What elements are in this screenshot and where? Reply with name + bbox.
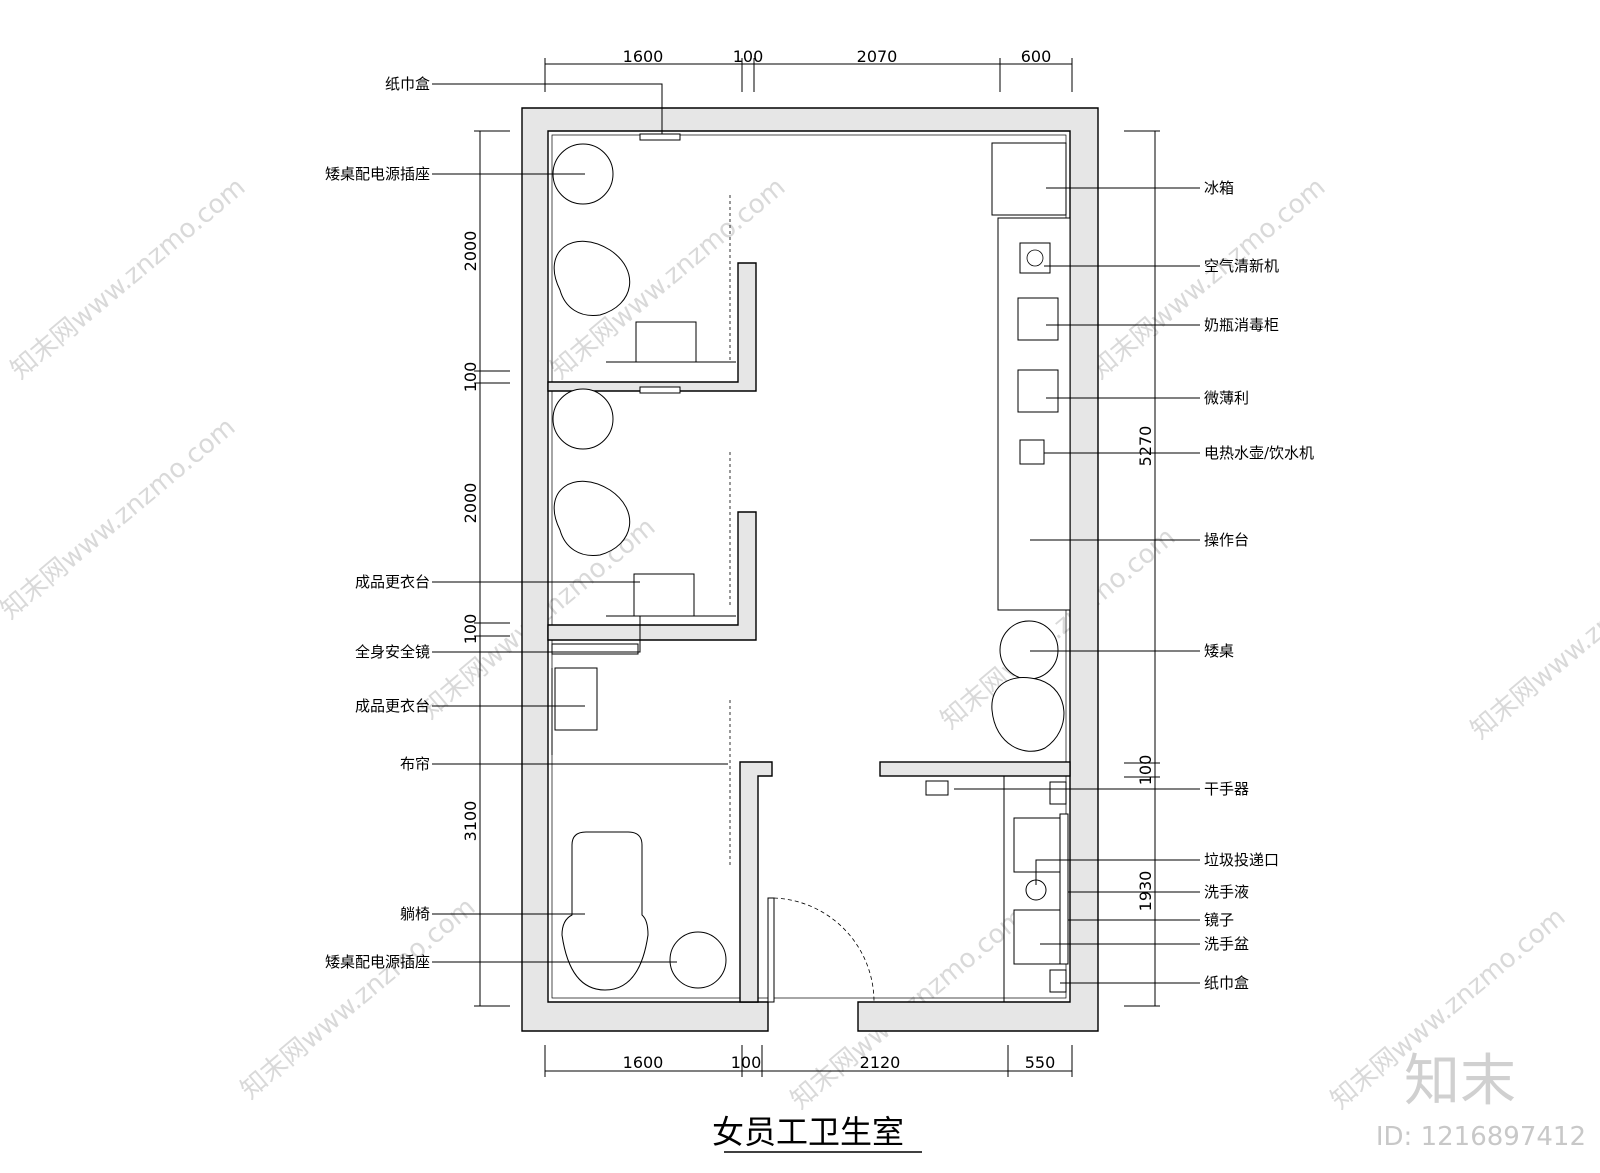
cubicle-3 bbox=[551, 643, 731, 991]
hand-dryer bbox=[925, 780, 949, 796]
partition-wall bbox=[739, 761, 773, 1003]
dressing-table bbox=[633, 573, 695, 617]
label-microwave: 微薄利 bbox=[1204, 389, 1249, 407]
microwave bbox=[1017, 369, 1059, 413]
dim-left-2: 100 bbox=[461, 362, 480, 393]
watermark-text: 知末网www.znzmo.com bbox=[0, 412, 241, 625]
label-sterilizer: 奶瓶消毒柜 bbox=[1204, 316, 1279, 334]
watermark-text: 知末网www.znzmo.com bbox=[1085, 172, 1331, 385]
brand-logo: 知末 bbox=[1404, 1049, 1516, 1114]
dim-left-3: 2000 bbox=[461, 483, 480, 524]
air-purifier-fan bbox=[1026, 249, 1044, 267]
dim-left-1: 2000 bbox=[461, 231, 480, 272]
full-length-mirror bbox=[551, 643, 639, 655]
door[interactable] bbox=[767, 897, 875, 1003]
callouts-right: 冰箱 空气清新机 奶瓶消毒柜 微薄利 电热水壶/饮水机 操作台 矮桌 干手器 垃… bbox=[954, 179, 1314, 992]
sterilizer bbox=[1017, 297, 1059, 341]
label-tissue-box: 纸巾盒 bbox=[385, 75, 430, 93]
label-low-table: 矮桌 bbox=[1204, 642, 1234, 660]
dim-top-1: 1600 bbox=[623, 47, 664, 66]
dim-bottom-3: 2120 bbox=[860, 1053, 901, 1072]
lounge-chair bbox=[561, 831, 649, 991]
brand-id: ID: 1216897412 bbox=[1376, 1122, 1586, 1152]
plan-title: 女员工卫生室 bbox=[712, 1113, 904, 1151]
door-swing bbox=[773, 897, 875, 1003]
dim-bottom-4: 550 bbox=[1025, 1053, 1056, 1072]
partition-wall bbox=[879, 761, 1071, 777]
dim-top-3: 2070 bbox=[857, 47, 898, 66]
dim-right-total: 5270 bbox=[1136, 426, 1155, 467]
armchair bbox=[991, 677, 1065, 752]
dim-right-lower: 1930 bbox=[1136, 871, 1155, 912]
wash-area bbox=[925, 776, 1069, 1002]
tissue-box bbox=[639, 386, 681, 394]
watermark-text: 知末网www.znzmo.com bbox=[1465, 532, 1600, 745]
label-work-counter: 操作台 bbox=[1204, 531, 1249, 549]
armchair bbox=[553, 480, 631, 557]
watermark-layer: 知末网www.znzmo.com 知末网www.znzmo.com 知末网www… bbox=[0, 172, 1600, 1115]
air-purifier bbox=[1019, 242, 1051, 274]
label-trash-chute: 垃圾投递口 bbox=[1204, 851, 1279, 869]
dressing-table bbox=[635, 321, 697, 363]
partition-wall bbox=[547, 511, 757, 641]
label-fridge: 冰箱 bbox=[1204, 179, 1234, 197]
dimensions-top: 1600 100 2070 600 bbox=[544, 47, 1073, 92]
label-air-purifier: 空气清新机 bbox=[1204, 257, 1279, 275]
pantry bbox=[991, 142, 1071, 752]
watermark-text: 知末网www.znzmo.com bbox=[235, 892, 481, 1105]
dimensions-right: 5270 100 1930 bbox=[1124, 130, 1160, 1007]
watermark-text: 知末网www.znzmo.com bbox=[5, 172, 251, 385]
label-curtain: 布帘 bbox=[400, 755, 430, 773]
fridge bbox=[991, 142, 1067, 216]
label-tissue-box-2: 纸巾盒 bbox=[1204, 974, 1249, 992]
label-low-table-socket-2: 矮桌配电源插座 bbox=[325, 953, 430, 971]
label-kettle: 电热水壶/饮水机 bbox=[1204, 444, 1314, 462]
label-wash-basin: 洗手盆 bbox=[1204, 935, 1249, 953]
tissue-box bbox=[1049, 969, 1067, 993]
cubicle-2 bbox=[552, 386, 736, 617]
label-dressing-table: 成品更衣台 bbox=[355, 573, 430, 591]
low-table bbox=[552, 388, 614, 450]
dimensions-left: 2000 100 2000 100 3100 bbox=[461, 130, 510, 1007]
tissue-box bbox=[1049, 781, 1067, 805]
dim-left-4: 100 bbox=[461, 614, 480, 645]
callouts-left: 纸巾盒 矮桌配电源插座 成品更衣台 全身安全镜 成品更衣台 布帘 躺椅 矮桌配电… bbox=[325, 75, 728, 971]
partition-wall bbox=[547, 262, 757, 392]
mirror bbox=[1059, 813, 1069, 965]
wash-basin bbox=[1013, 817, 1061, 873]
dressing-table bbox=[554, 667, 598, 731]
label-soap: 洗手液 bbox=[1204, 883, 1249, 901]
dim-bottom-2: 100 bbox=[731, 1053, 762, 1072]
dim-bottom-1: 1600 bbox=[623, 1053, 664, 1072]
dimensions-bottom: 1600 100 2120 550 bbox=[544, 1045, 1073, 1077]
label-mirror: 镜子 bbox=[1204, 911, 1234, 929]
label-hand-dryer: 干手器 bbox=[1204, 780, 1249, 798]
label-low-table-socket: 矮桌配电源插座 bbox=[325, 165, 430, 183]
door-leaf bbox=[767, 897, 775, 1003]
dim-top-4: 600 bbox=[1021, 47, 1052, 66]
dim-right-small: 100 bbox=[1136, 755, 1155, 786]
armchair bbox=[553, 240, 631, 317]
low-table bbox=[999, 620, 1059, 680]
label-mirror: 全身安全镜 bbox=[355, 643, 430, 661]
dim-left-5: 3100 bbox=[461, 801, 480, 842]
dim-top-2: 100 bbox=[733, 47, 764, 66]
tissue-box bbox=[639, 133, 681, 141]
label-lounge-chair: 躺椅 bbox=[400, 905, 430, 923]
work-counter bbox=[997, 217, 1071, 611]
outer-wall bbox=[521, 107, 1099, 1032]
kettle bbox=[1019, 439, 1045, 465]
label-dressing-table-2: 成品更衣台 bbox=[355, 697, 430, 715]
wash-basin bbox=[1013, 909, 1061, 965]
low-table bbox=[669, 931, 727, 989]
